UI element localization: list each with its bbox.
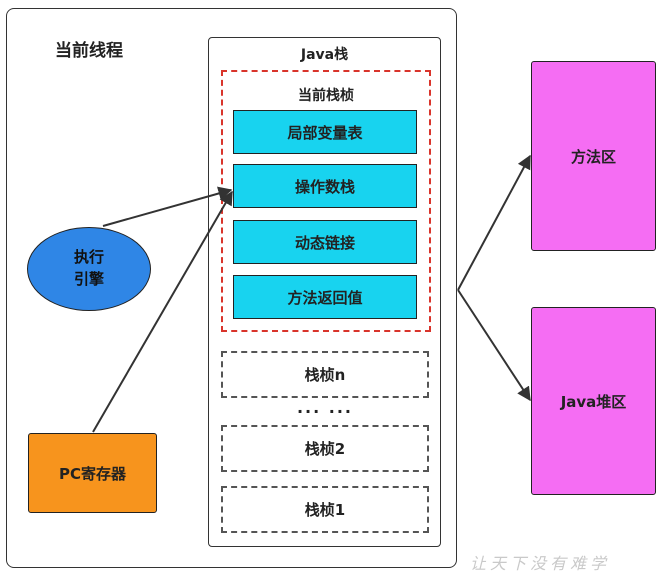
java-stack-title: Java栈 xyxy=(300,47,349,63)
execution-engine: 执行 引擎 xyxy=(27,227,151,311)
stack-frame-n: 栈桢n xyxy=(221,351,429,398)
stack-frame-1: 栈桢1 xyxy=(221,486,429,533)
stack-frame-2: 栈桢2 xyxy=(221,425,429,472)
execution-engine-line2: 引擎 xyxy=(73,270,104,288)
method-area: 方法区 xyxy=(531,61,656,251)
frames-ellipsis: ... ... xyxy=(296,398,354,417)
stack-to-method-area-arrow xyxy=(457,154,531,291)
stack-to-java-heap-arrow xyxy=(457,289,531,402)
operand-stack-box: 操作数栈 xyxy=(233,164,417,208)
local-variable-table-box: 局部变量表 xyxy=(233,110,417,154)
return-value-box: 方法返回值 xyxy=(233,275,417,319)
pc-register-to-operand-stack-arrow xyxy=(92,190,233,433)
current-thread-title: 当前线程 xyxy=(55,41,123,61)
engine-to-operand-stack-arrow xyxy=(102,186,233,227)
watermark: 让天下没有难学 xyxy=(470,554,611,573)
execution-engine-line1: 执行 xyxy=(73,248,104,267)
java-heap: Java堆区 xyxy=(531,307,656,495)
pc-register: PC寄存器 xyxy=(28,433,157,513)
current-stack-frame-title: 当前栈桢 xyxy=(298,88,354,104)
dynamic-linking-box: 动态链接 xyxy=(233,220,417,264)
